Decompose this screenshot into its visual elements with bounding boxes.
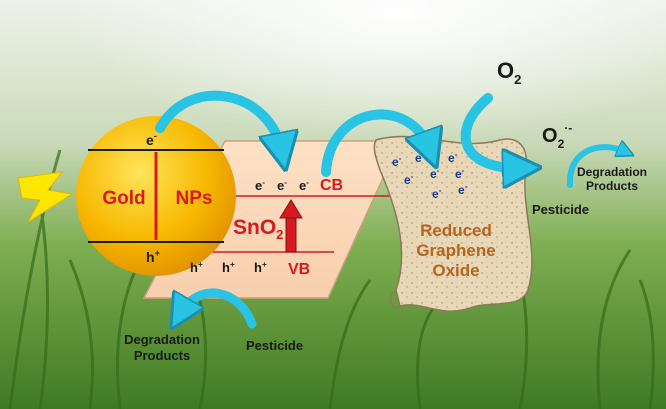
gold-electron-label: e- <box>146 131 157 148</box>
vb-label: VB <box>288 261 310 278</box>
sno2-excitation-arrow-shaft <box>285 215 297 253</box>
cb-electron: e- <box>255 178 265 193</box>
bottom-pesticide-label: Pesticide <box>246 338 303 353</box>
electron-transfer-arrows <box>155 90 626 324</box>
sno2-excitation-arrow-head <box>279 199 303 219</box>
graphene-label-line1: Reduced <box>420 221 492 240</box>
cb-electrons: e- e- e- <box>255 178 309 193</box>
right-pesticide-label: Pesticide <box>532 202 589 217</box>
gold-to-sno2-arrow <box>155 90 282 152</box>
bottom-degradation-products-line1: Degradation <box>124 332 200 347</box>
right-degradation-products-line2: Products <box>586 179 638 193</box>
superoxide-label: O2·- <box>542 121 572 151</box>
o2-label: O2 <box>497 58 521 87</box>
right-degradation-products-line1: Degradation <box>577 165 647 179</box>
graphene-label-line2: Graphene <box>416 241 495 260</box>
lightning-bolt-icon <box>17 171 74 223</box>
sno2-label: SnO2 <box>233 216 283 242</box>
vb-holes: h+ h+ h+ <box>190 260 267 275</box>
graphene-sheet <box>373 135 533 312</box>
graphene-electron: e- <box>455 166 465 181</box>
sno2-to-graphene-arrow <box>321 109 430 177</box>
gold-hole-label: h+ <box>146 248 160 265</box>
cb-label: CB <box>320 177 343 194</box>
nps-label: NPs <box>176 188 213 209</box>
vb-hole: h+ <box>254 260 267 275</box>
graphene-electron: e- <box>448 150 458 165</box>
graphene-curl <box>389 289 405 309</box>
vb-hole: h+ <box>222 260 235 275</box>
graphene-electron: e- <box>458 182 468 197</box>
o2-reduction-arrow <box>460 93 522 168</box>
graphene-electron: e- <box>404 172 414 187</box>
graphene-label-line3: Oxide <box>432 261 479 280</box>
gold-label: Gold <box>102 188 145 209</box>
cb-electron: e- <box>277 178 287 193</box>
cb-electron: e- <box>299 178 309 193</box>
pesticide-degradation-arrow-bottom <box>180 288 257 324</box>
graphene-electron: e- <box>432 186 442 201</box>
graphene-electron: e- <box>392 154 402 169</box>
pesticide-degradation-arrow-right <box>566 147 626 188</box>
bottom-degradation-products-line2: Products <box>134 348 190 363</box>
vb-hole: h+ <box>190 260 203 275</box>
graphene-label: Reduced Graphene Oxide <box>416 221 495 280</box>
